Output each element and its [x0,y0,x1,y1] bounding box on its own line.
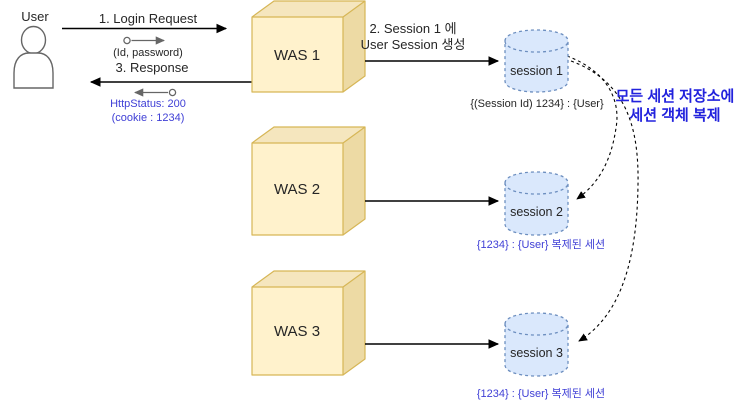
id-password-label: (Id, password) [113,47,183,59]
was2-node: WAS 2 [251,126,366,236]
session1-cylinder-outline [504,29,569,93]
was1-cube-side [343,1,365,92]
was3-cube-side [343,271,365,375]
user-label: User [21,9,49,24]
was1-cube-outline [251,0,366,93]
was1-node: WAS 1 [251,0,366,93]
response-label: 3. Response [116,60,189,75]
was2-label: WAS 2 [274,181,320,198]
session2-label: session 2 [510,205,563,219]
was1-cube-front [252,17,343,92]
http-status-label: HttpStatus: 200 [110,98,186,110]
was1-cube-top [252,1,365,17]
response-flow: 3. Response HttpStatus: 200 (cookie : 12… [89,60,252,124]
session3-label: session 3 [510,346,563,360]
session1-node: session 1 {(Session Id) 1234} : {User} [470,29,604,110]
was3-node: WAS 3 [251,270,366,376]
cookie-label: (cookie : 1234) [112,112,185,124]
session3-cylinder-outline [504,312,569,377]
user-actor: User [13,9,54,89]
was3-label: WAS 3 [274,323,320,340]
cookie-message-origin-icon [168,88,177,97]
was3-cube-top [252,271,365,287]
was3-cube-outline [251,270,366,376]
was2-cube-front [252,143,343,235]
replication-note-line2: 세션 객체 복제 [629,106,720,124]
session2-cylinder [505,171,568,236]
user-actor-head-icon [20,25,47,55]
session3-caption: {1234} : {User} 복제된 세션 [477,387,605,400]
session3-node: session 3 {1234} : {User} 복제된 세션 [477,312,605,400]
create-session-label-line2: User Session 생성 [361,37,466,52]
session2-cylinder-outline [504,171,569,236]
was2-cube-outline [251,126,366,236]
session2-node: session 2 {1234} : {User} 복제된 세션 [477,171,605,251]
session3-cylinder [505,312,568,377]
create-session-label-line1: 2. Session 1 에 [369,21,456,36]
session1-caption: {(Session Id) 1234} : {User} [470,98,604,110]
was3-cube-front [252,287,343,375]
user-actor-body-icon [13,52,54,89]
was1-label: WAS 1 [274,47,320,64]
id-password-message-origin-icon [123,36,131,45]
was1-session1-flow: 2. Session 1 에 User Session 생성 [361,21,500,66]
session2-caption: {1234} : {User} 복제된 세션 [477,238,605,251]
session1-label: session 1 [510,64,563,78]
login-request-flow: 1. Login Request (Id, password) [62,11,228,59]
replication-note: 모든 세션 저장소에 세션 객체 복제 [616,87,735,124]
session1-cylinder [505,29,568,93]
was2-cube-top [252,127,365,143]
replication-note-line1: 모든 세션 저장소에 [616,87,735,105]
session1-to-session3-replication-arrow [570,60,639,342]
session1-to-session2-replication-arrow [566,55,618,200]
was2-cube-side [343,127,365,235]
login-request-label: 1. Login Request [99,11,198,26]
